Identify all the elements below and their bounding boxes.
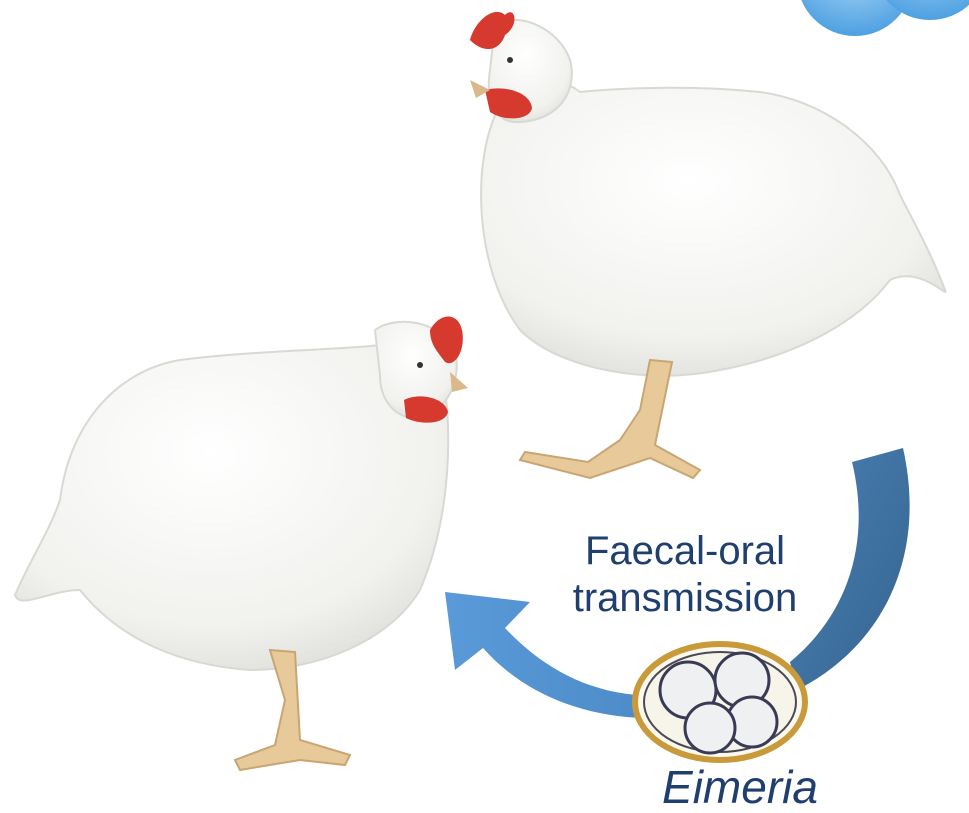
bubble-icon: [797, 0, 969, 36]
chicken-right: [470, 12, 946, 478]
eimeria-oocyst-icon: [635, 644, 805, 760]
eimeria-label: Eimeria: [590, 764, 890, 810]
transmission-label: Faecal-oral transmission: [540, 528, 830, 622]
transmission-label-line1: Faecal-oral: [540, 528, 830, 575]
transmission-label-line2: transmission: [540, 575, 830, 622]
chicken-left: [15, 317, 468, 771]
